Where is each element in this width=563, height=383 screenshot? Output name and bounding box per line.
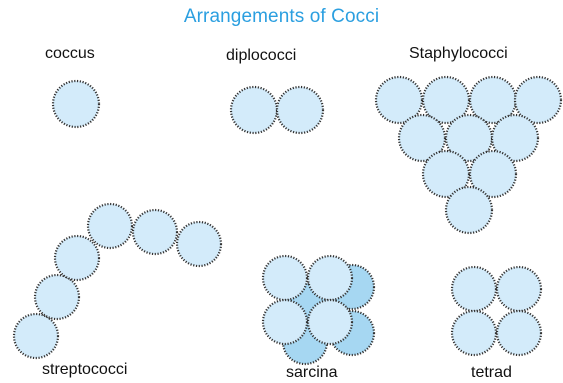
strep-cell — [88, 204, 132, 248]
sarcina-front-cell — [308, 256, 352, 300]
sarcina-front-cell — [263, 256, 307, 300]
label-coccus: coccus — [45, 45, 95, 63]
diplococci-group — [231, 87, 323, 133]
staph-cell — [446, 187, 492, 233]
sarcina-group — [263, 256, 374, 364]
tetrad-cell — [497, 267, 541, 311]
strep-cell — [55, 236, 99, 280]
tetrad-cell — [497, 311, 541, 355]
staphylococci-group — [376, 77, 561, 233]
sarcina-front-cell — [263, 300, 307, 344]
coccus-cell — [53, 81, 99, 127]
strep-cell — [133, 210, 177, 254]
tetrad-cell — [452, 311, 496, 355]
diplococcus-cell-2 — [277, 87, 323, 133]
label-staphylococci: Staphylococci — [409, 45, 508, 63]
streptococci-group — [14, 204, 221, 358]
strep-cell — [177, 222, 221, 266]
sarcina-front-cell — [308, 300, 352, 344]
label-streptococci: streptococci — [42, 361, 127, 379]
label-diplococci: diplococci — [226, 47, 296, 65]
strep-cell — [35, 275, 79, 319]
strep-cell — [14, 314, 58, 358]
label-sarcina: sarcina — [286, 364, 338, 382]
tetrad-group — [452, 267, 541, 355]
diplococcus-cell-1 — [231, 87, 277, 133]
tetrad-cell — [452, 267, 496, 311]
coccus-group — [53, 81, 99, 127]
label-tetrad: tetrad — [471, 364, 512, 382]
